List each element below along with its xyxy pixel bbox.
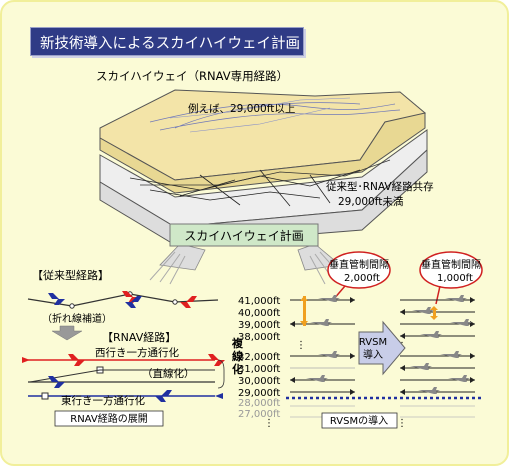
shared-route-label: 従来型･RNAV経路共存 <box>326 180 434 193</box>
callout-left-line2: 2,000ft <box>344 273 380 284</box>
folded-route-label: （折れ線補道） <box>42 312 112 325</box>
altitude-38000: 38,000ft <box>238 332 280 343</box>
svg-text:⋮: ⋮ <box>264 418 274 429</box>
conventional-heading: 【従来型経路】 <box>32 268 109 282</box>
altitude-39000: 39,000ft <box>238 320 280 331</box>
altitude-41000: 41,000ft <box>238 296 280 307</box>
upper-airspace-layer <box>99 89 426 194</box>
multiplex-char-1: 複 <box>231 336 244 350</box>
skyhighway-label: スカイハイウェイ（RNAV専用経路） <box>96 69 288 83</box>
rvsm-caption: RVSMの導入 <box>330 414 388 427</box>
rvsm-arrow <box>358 320 406 376</box>
altitude-40000: 40,000ft <box>238 308 280 319</box>
rnav-caption: RNAV経路の展開 <box>70 412 147 425</box>
altitude-27000: 27,000ft <box>238 409 280 420</box>
page-title: 新技術導入によるスカイハイウェイ計画 <box>40 36 300 52</box>
flight-levels-before <box>290 295 355 395</box>
altitude-30000: 30,000ft <box>238 376 280 387</box>
callout-right-line2: 1,000ft <box>437 273 473 284</box>
rnav-caption-box <box>54 410 164 427</box>
lower-airspace-layer <box>99 129 428 246</box>
plan-box <box>169 223 319 247</box>
eastbound-label: 東行き一方通行化 <box>61 394 145 407</box>
callout-2000 <box>327 251 391 301</box>
flight-levels-after <box>400 295 475 395</box>
svg-text:⋮: ⋮ <box>296 340 306 351</box>
altitude-28000: 28,000ft <box>238 398 280 409</box>
westbound-label: 西行き一方通行化 <box>95 346 179 359</box>
callout-left-line1: 垂直管制間隔 <box>329 258 389 271</box>
rvsm-caption-box <box>321 412 398 429</box>
multiplex-char-2: 線 <box>232 349 243 363</box>
shared-altitude-label: 29,000ft未満 <box>338 196 404 208</box>
rnav-routes <box>22 354 225 402</box>
down-arrow-icon <box>51 325 83 341</box>
callout-right-line1: 垂直管制間隔 <box>421 258 481 271</box>
straightened-label: （直線化） <box>142 367 195 380</box>
plan-box-label: スカイハイウェイ計画 <box>184 228 304 243</box>
title-banner: 新技術導入によるスカイハイウェイ計画 <box>30 27 304 56</box>
plan-arrows <box>149 243 346 285</box>
svg-text:⋮: ⋮ <box>397 418 407 429</box>
rvsm-arrow-line2: 導入 <box>363 348 383 361</box>
altitude-32000: 32,000ft <box>238 352 280 363</box>
multiplex-char-3: 化 <box>232 362 243 376</box>
altitude-labels: 41,000ft 40,000ft 39,000ft 38,000ft 32,0… <box>238 296 280 420</box>
altitude-31000: 31,000ft <box>238 364 280 375</box>
altitude-example-label: 例えば、29,000ft以上 <box>188 102 295 115</box>
altitude-29000: 29,000ft <box>238 388 280 399</box>
rnav-heading: 【RNAV経路】 <box>102 331 176 344</box>
callout-1000 <box>419 251 483 305</box>
conventional-route <box>27 291 219 309</box>
rvsm-arrow-line1: RVSM <box>359 337 387 348</box>
